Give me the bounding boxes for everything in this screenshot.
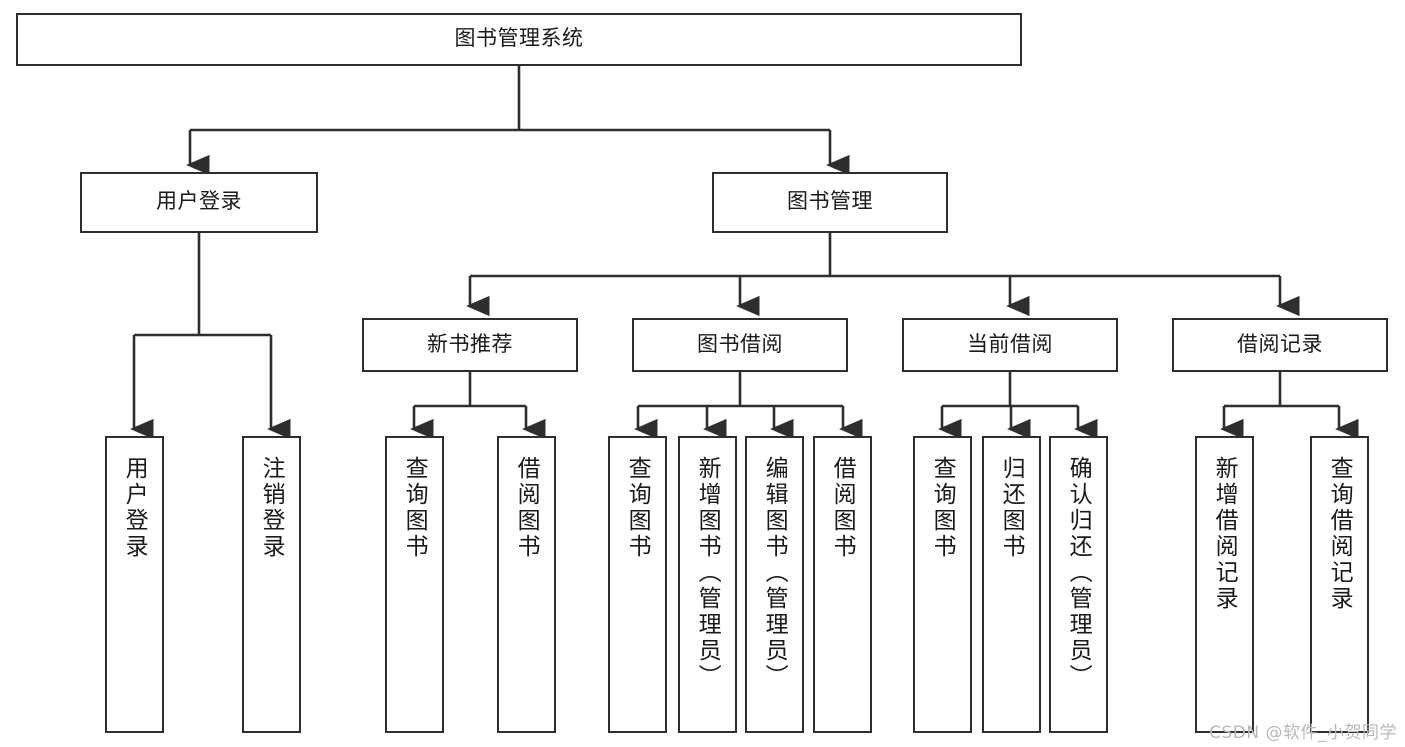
leaf-edit-book-admin-label: 编辑图书（管理员） bbox=[762, 456, 789, 690]
node-root[interactable]: 图书管理系统 bbox=[16, 13, 1022, 66]
leaf-logout[interactable]: 注销登录 bbox=[242, 436, 301, 733]
node-user-login[interactable]: 用户登录 bbox=[80, 172, 318, 233]
leaf-borrow-book-label: 借阅图书 bbox=[830, 456, 857, 560]
node-current-borrow-label: 当前借阅 bbox=[967, 332, 1053, 356]
leaf-confirm-return-admin[interactable]: 确认归还（管理员） bbox=[1049, 436, 1108, 733]
leaf-borrow-book[interactable]: 借阅图书 bbox=[813, 436, 872, 733]
leaf-query-borrow-record-label: 查询借阅记录 bbox=[1327, 456, 1354, 612]
node-book-borrow[interactable]: 图书借阅 bbox=[632, 318, 848, 372]
leaf-add-borrow-record[interactable]: 新增借阅记录 bbox=[1195, 436, 1254, 733]
node-book-management-label: 图书管理 bbox=[787, 190, 873, 214]
leaf-borrow-book-new-label: 借阅图书 bbox=[514, 456, 541, 560]
leaf-return-book-label: 归还图书 bbox=[999, 456, 1026, 560]
node-user-login-label: 用户登录 bbox=[156, 190, 242, 214]
leaf-borrow-book-new[interactable]: 借阅图书 bbox=[497, 436, 556, 733]
csdn-watermark: CSDN @软件_小贺同学 bbox=[1209, 723, 1397, 743]
leaf-query-book-current[interactable]: 查询图书 bbox=[913, 436, 972, 733]
leaf-add-book-admin[interactable]: 新增图书（管理员） bbox=[678, 436, 737, 733]
node-new-book-recommend-label: 新书推荐 bbox=[427, 332, 513, 356]
leaf-add-borrow-record-label: 新增借阅记录 bbox=[1212, 456, 1239, 612]
leaf-edit-book-admin[interactable]: 编辑图书（管理员） bbox=[745, 436, 804, 733]
leaf-logout-label: 注销登录 bbox=[259, 456, 286, 560]
leaf-confirm-return-admin-label: 确认归还（管理员） bbox=[1066, 456, 1093, 690]
leaf-return-book[interactable]: 归还图书 bbox=[982, 436, 1041, 733]
node-borrow-records[interactable]: 借阅记录 bbox=[1172, 318, 1388, 372]
node-root-label: 图书管理系统 bbox=[454, 27, 584, 51]
leaf-query-borrow-record[interactable]: 查询借阅记录 bbox=[1310, 436, 1369, 733]
leaf-query-book-current-label: 查询图书 bbox=[930, 456, 957, 560]
leaf-query-book-new[interactable]: 查询图书 bbox=[385, 436, 444, 733]
leaf-user-login-label: 用户登录 bbox=[122, 456, 149, 560]
leaf-query-book-new-label: 查询图书 bbox=[402, 456, 429, 560]
leaf-query-book-borrow[interactable]: 查询图书 bbox=[608, 436, 667, 733]
node-borrow-records-label: 借阅记录 bbox=[1237, 332, 1323, 356]
node-book-management[interactable]: 图书管理 bbox=[712, 172, 948, 233]
leaf-user-login[interactable]: 用户登录 bbox=[105, 436, 164, 733]
node-current-borrow[interactable]: 当前借阅 bbox=[902, 318, 1118, 372]
node-new-book-recommend[interactable]: 新书推荐 bbox=[362, 318, 578, 372]
leaf-query-book-borrow-label: 查询图书 bbox=[625, 456, 652, 560]
leaf-add-book-admin-label: 新增图书（管理员） bbox=[695, 456, 722, 690]
node-book-borrow-label: 图书借阅 bbox=[697, 332, 783, 356]
